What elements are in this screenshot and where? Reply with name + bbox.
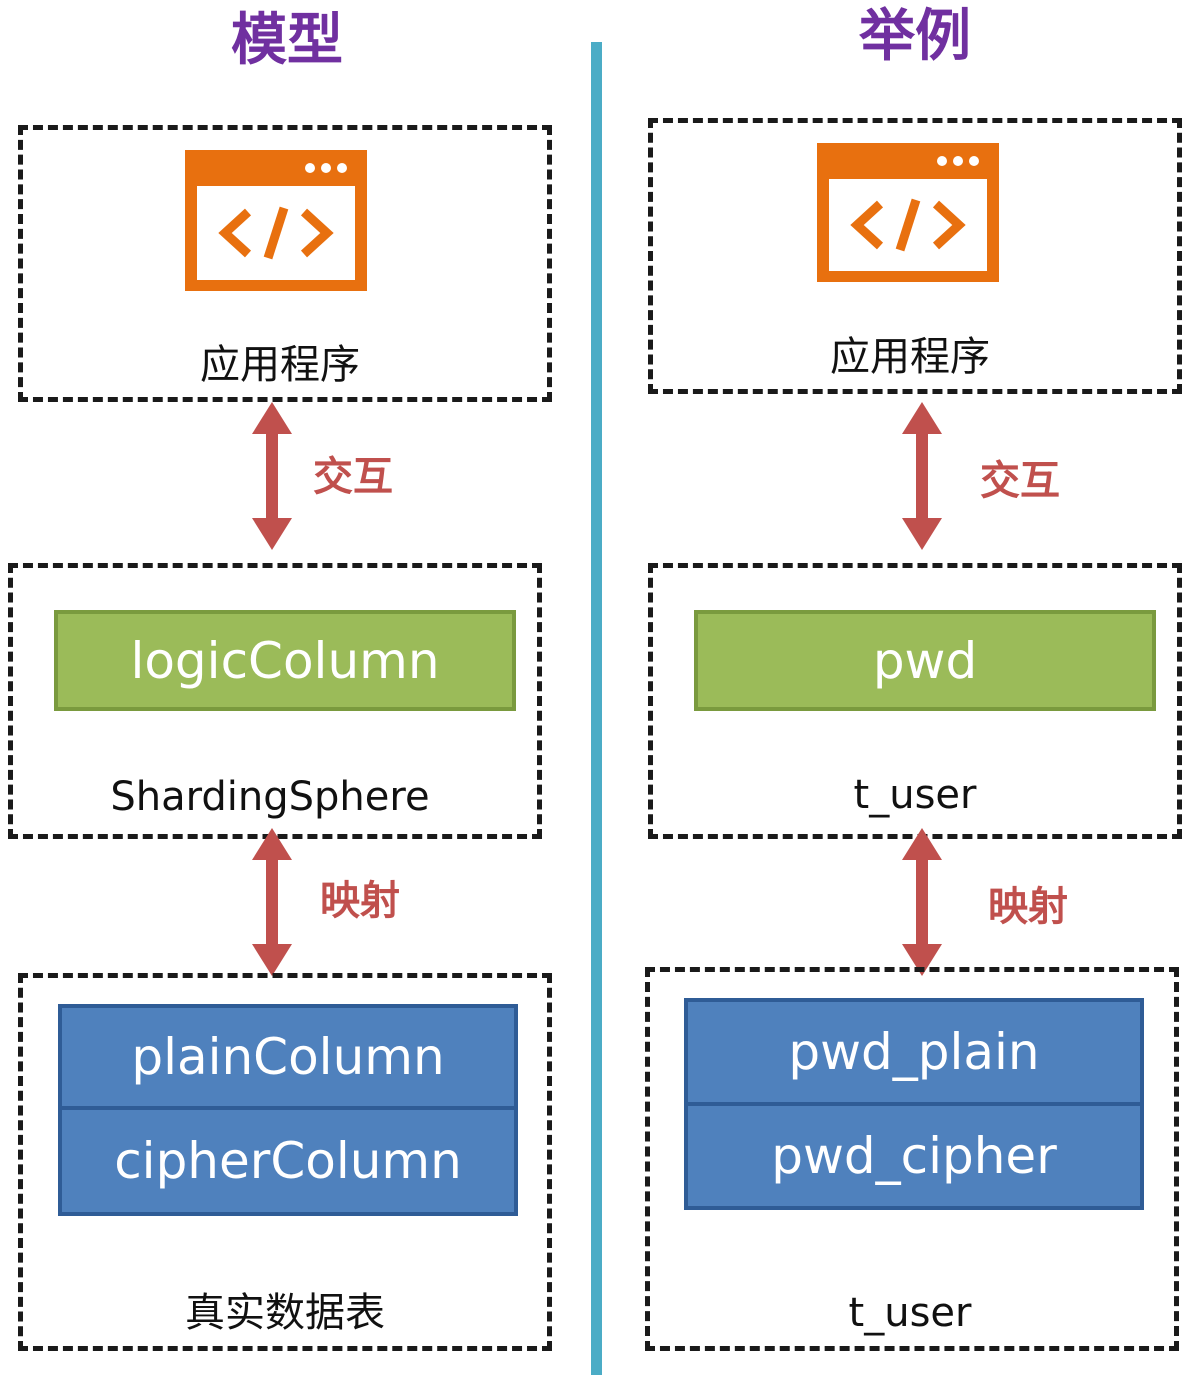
example-middleware-label: t_user [853, 772, 977, 818]
model-middleware-label: ShardingSphere [110, 774, 430, 820]
example-app-label: 应用程序 [830, 334, 990, 380]
model-interact-arrow [252, 402, 292, 550]
example-heading: 举例 [859, 4, 971, 69]
model-app-label: 应用程序 [200, 342, 360, 388]
example-logic-column: pwd [694, 610, 1156, 711]
model-map-label: 映射 [320, 878, 400, 924]
model-code-window-icon [185, 150, 367, 291]
example-map-arrow [902, 828, 942, 976]
model-table-box [18, 973, 552, 1351]
center-divider [591, 42, 602, 1375]
model-logic-column: logicColumn [54, 610, 516, 711]
model-app-box [18, 125, 552, 402]
model-cipher-column: cipherColumn [58, 1106, 518, 1216]
example-table-box [645, 967, 1179, 1351]
example-interact-arrow [902, 402, 942, 550]
model-map-arrow [252, 828, 292, 976]
model-table-label: 真实数据表 [185, 1290, 385, 1336]
example-middleware-box [648, 563, 1182, 839]
example-map-label: 映射 [988, 884, 1068, 930]
example-plain-column: pwd_plain [684, 998, 1144, 1106]
model-interact-label: 交互 [313, 454, 393, 500]
example-table-label: t_user [848, 1290, 972, 1336]
model-heading: 模型 [231, 8, 343, 73]
example-cipher-column: pwd_cipher [684, 1102, 1144, 1210]
example-code-window-icon [817, 143, 999, 282]
example-app-box [648, 118, 1182, 394]
example-interact-label: 交互 [980, 458, 1060, 504]
model-plain-column: plainColumn [58, 1004, 518, 1110]
